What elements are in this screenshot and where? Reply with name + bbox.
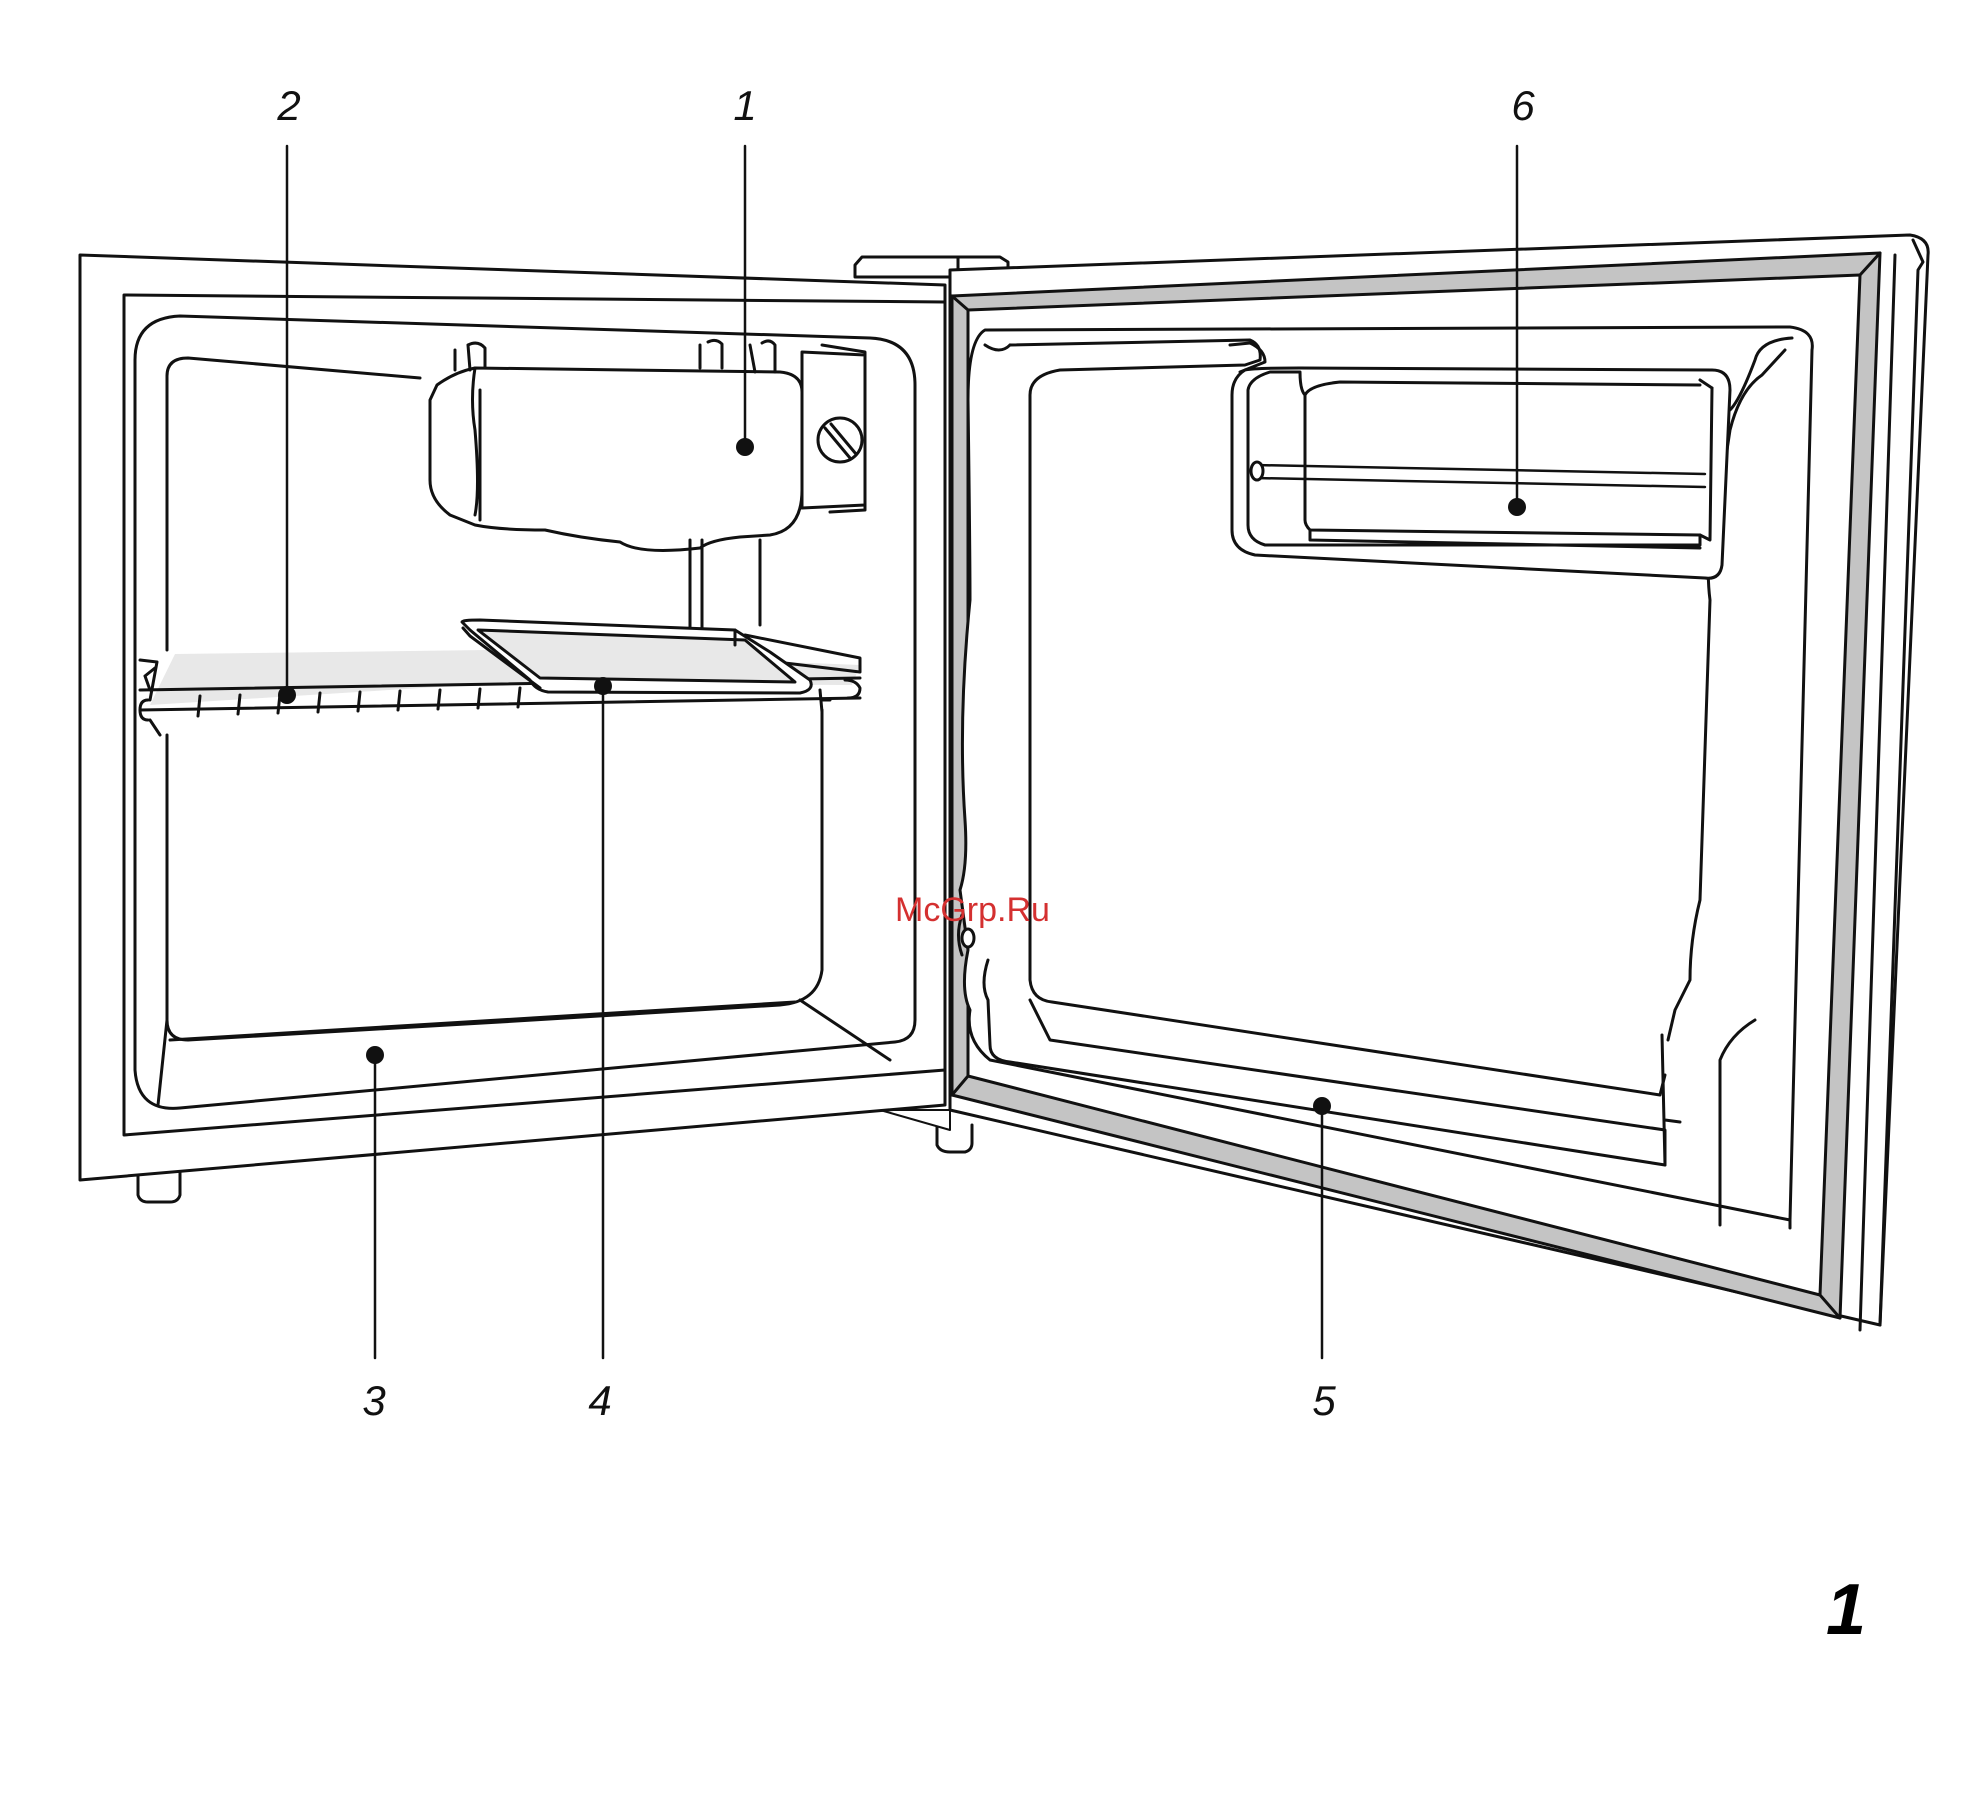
- watermark: McGrp.Ru: [895, 893, 1050, 927]
- dot-3: [366, 1046, 384, 1064]
- dot-4: [594, 677, 612, 695]
- figure-number: 1: [1826, 1574, 1866, 1646]
- callout-label-2: 2: [277, 85, 300, 127]
- callout-label-3: 3: [362, 1380, 385, 1422]
- cabinet-body: [80, 255, 1008, 1202]
- door: [950, 235, 1928, 1330]
- dot-6: [1508, 498, 1526, 516]
- dot-5: [1313, 1097, 1331, 1115]
- dot-2: [278, 686, 296, 704]
- callout-label-5: 5: [1312, 1380, 1335, 1422]
- callout-label-6: 6: [1511, 85, 1534, 127]
- dot-1: [736, 438, 754, 456]
- callout-label-4: 4: [588, 1380, 611, 1422]
- callout-label-1: 1: [733, 85, 756, 127]
